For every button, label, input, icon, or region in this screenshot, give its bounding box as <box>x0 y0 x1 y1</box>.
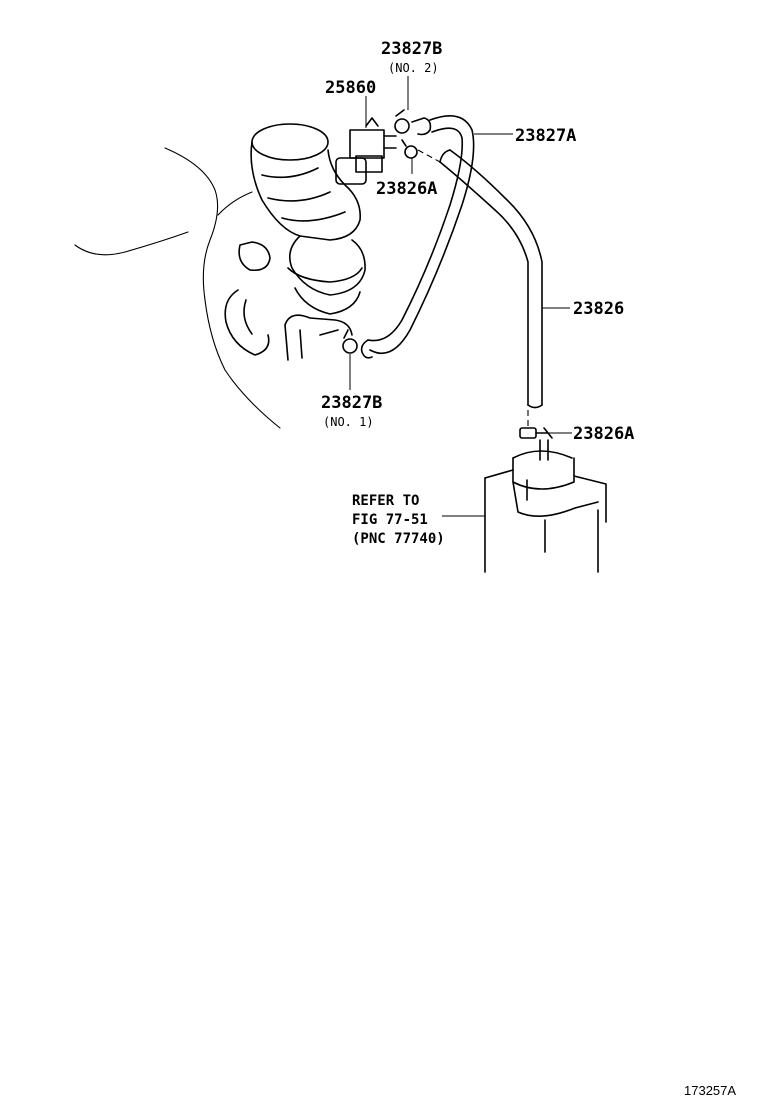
intake-assembly <box>224 123 367 361</box>
callout-23827b-no1-sub: (NO. 1) <box>323 415 374 429</box>
reference-line-3: (PNC 77740) <box>352 531 445 547</box>
vsv-25860 <box>349 117 397 173</box>
callout-23827b-no2: 23827B <box>381 39 442 59</box>
callout-23826: 23826 <box>573 299 624 319</box>
hose-23826 <box>439 149 543 409</box>
leader-lines <box>349 76 572 517</box>
dash-line-upper <box>417 149 441 163</box>
clamp-23826a-lower <box>519 427 553 439</box>
callout-23827a: 23827A <box>515 126 576 146</box>
engine-outline <box>74 147 281 429</box>
reference-line-1: REFER TO <box>352 493 419 509</box>
figure-number: 173257A <box>684 1083 736 1098</box>
reference-line-2: FIG 77-51 <box>352 512 428 528</box>
callout-23827b-no2-sub: (NO. 2) <box>388 61 439 75</box>
callout-25860: 25860 <box>325 78 376 98</box>
callout-23826a-lower: 23826A <box>573 424 634 444</box>
clamp-23827b-no2 <box>394 109 432 136</box>
hose-23827a <box>360 114 475 359</box>
clamp-23826a-upper <box>401 139 418 159</box>
clamp-23827b-no1 <box>342 329 358 354</box>
callout-23826a-upper: 23826A <box>376 179 437 199</box>
charcoal-canister <box>484 439 607 573</box>
callout-23827b-no1: 23827B <box>321 393 382 413</box>
